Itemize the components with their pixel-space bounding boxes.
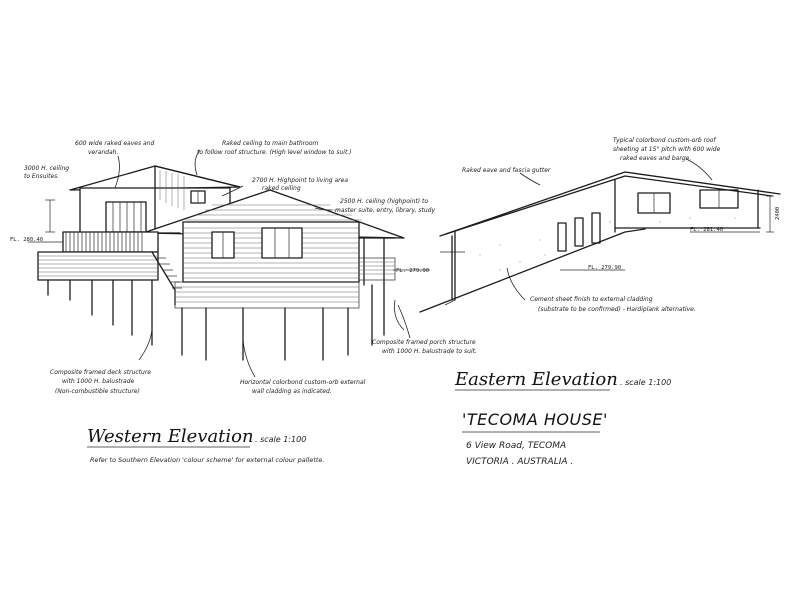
western-leader-lines [114, 149, 411, 378]
note-bathroom: Raked ceiling to main bathroom [222, 140, 319, 147]
note-deck-3: (Non-combustible structure) [55, 388, 140, 395]
note-cladding-2: wall cladding as indicated. [252, 388, 332, 395]
note-porch: Composite framed porch structure [372, 339, 476, 346]
level-mid: FL. 279.90 [588, 265, 621, 271]
note-ceiling-3000: 3000 H. ceiling [24, 165, 69, 172]
note-master: 2500 H. ceiling (highpoint) to [340, 198, 428, 205]
note-cladding: Horizontal colorbond custom-orb external [240, 379, 366, 386]
note-deck-2: with 1000 H. balustrade [62, 378, 135, 385]
eastern-scale: . scale 1:100 [620, 378, 671, 387]
note-eave-gutter: Raked eave and fascia gutter [462, 167, 551, 174]
western-reference-note: Refer to Southern Elevation 'colour sche… [90, 456, 325, 464]
western-main-windows [211, 227, 303, 259]
project-address-line-2: VICTORIA . AUSTRALIA . [466, 457, 573, 467]
eastern-elevation-drawing [419, 158, 781, 313]
note-bathroom-2: to follow roof structure. (High level wi… [197, 149, 352, 156]
level-mid-west: FL. 279.90 [396, 268, 429, 274]
western-upper-windows [105, 190, 206, 233]
note-ceiling-3000-b: to Ensuites. [24, 173, 59, 180]
note-cement: Cement sheet finish to external cladding [530, 296, 653, 303]
western-elevation-drawing [28, 165, 430, 361]
project-name: 'TECOMA HOUSE' [462, 410, 608, 429]
note-master-2: master suite, entry, library, study [335, 207, 435, 214]
note-roof: Typical colorbond custom-orb roof [613, 137, 716, 144]
level-upper: FL. 281.40 [690, 227, 723, 233]
eastern-title: Eastern Elevation [454, 369, 618, 390]
note-roof-3: raked eaves and barge. [620, 155, 691, 162]
western-scale: . scale 1:100 [255, 435, 306, 444]
note-eaves: 600 wide raked eaves and [75, 140, 154, 147]
note-living-2: raked ceiling [262, 185, 301, 192]
western-stilts [47, 279, 385, 361]
project-address-line-1: 6 View Road, TECOMA [466, 441, 566, 451]
note-cement-2: (substrate to be confirmed) - Hardiplank… [538, 306, 696, 313]
note-living: 2700 H. Highpoint to living area [252, 177, 348, 184]
note-deck: Composite framed deck structure [50, 369, 151, 376]
note-roof-2: sheeting at 15° pitch with 600 wide [613, 146, 721, 153]
western-title: Western Elevation [87, 426, 254, 447]
note-porch-2: with 1000 H. balustrade to suit. [382, 348, 477, 355]
note-eaves-2: verandah. [88, 149, 118, 156]
dim-2400: 2400 [775, 207, 781, 220]
level-main: FL. 280.40 [10, 237, 43, 243]
eastern-windows [557, 189, 739, 252]
